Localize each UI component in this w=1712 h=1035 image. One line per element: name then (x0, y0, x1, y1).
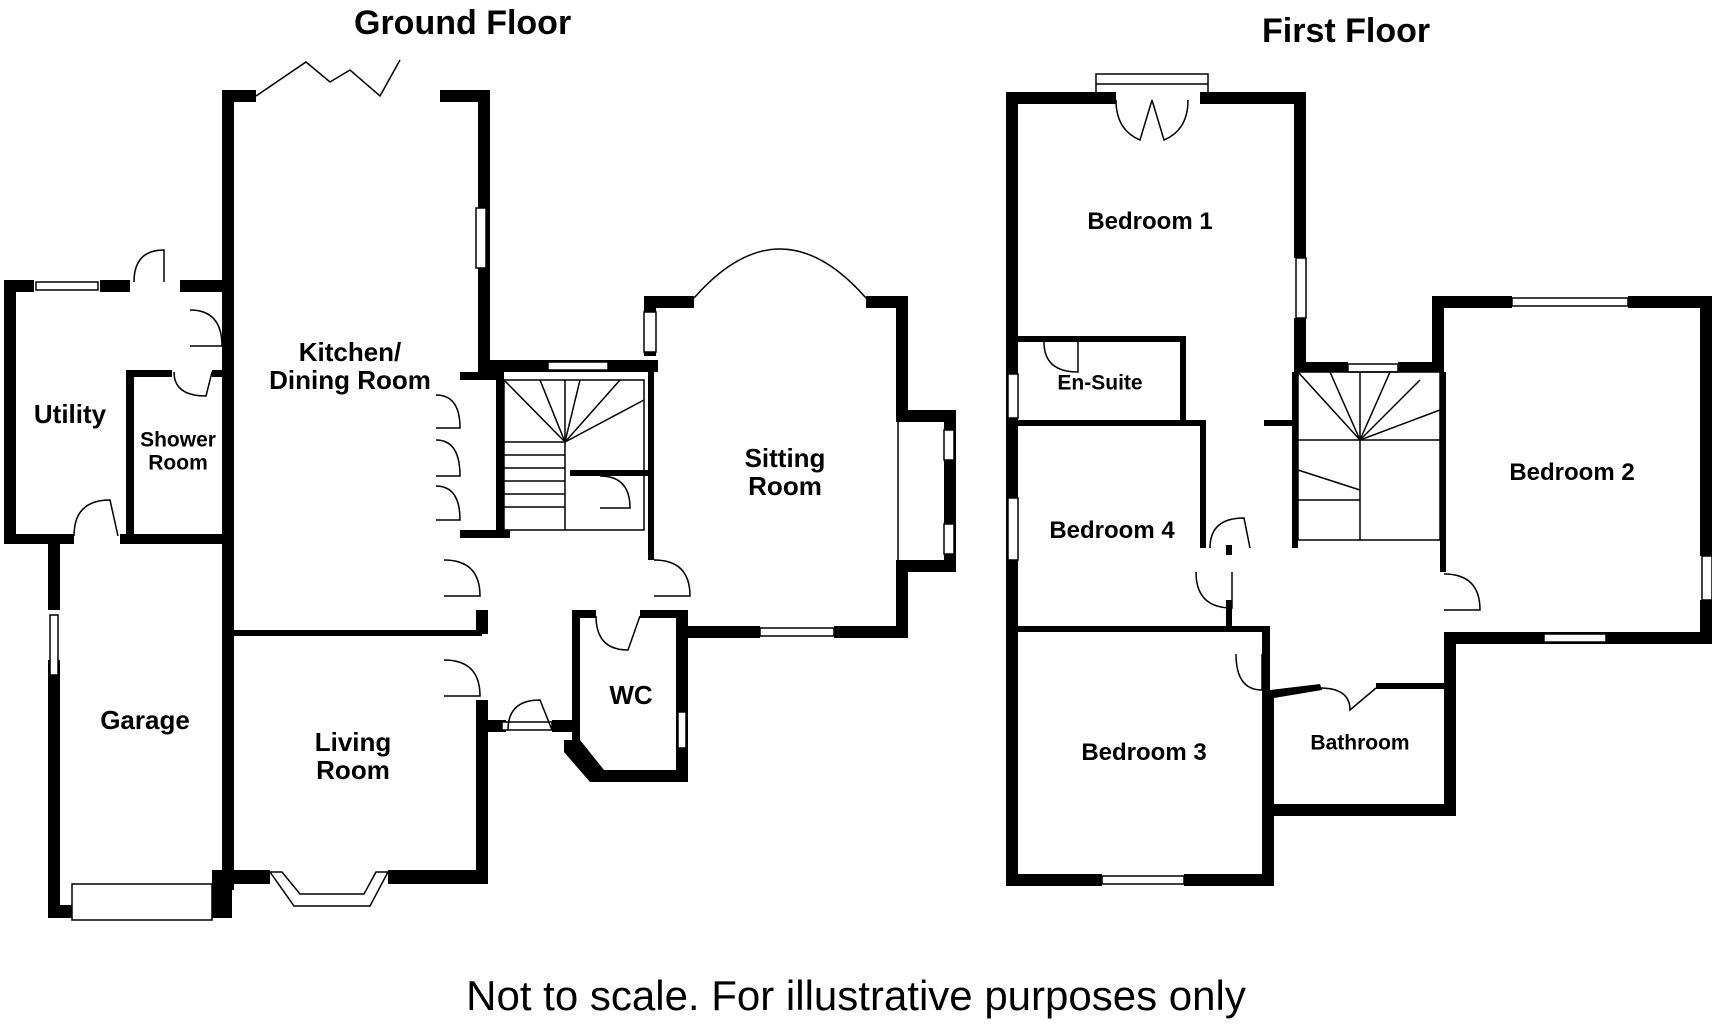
first-floor-stairs (1297, 371, 1441, 541)
room-label-bedroom-2: Bedroom 2 (1509, 459, 1635, 487)
room-label-bedroom-4: Bedroom 4 (1049, 517, 1175, 545)
room-label-kitchen-dining: Kitchen/ Dining Room (269, 336, 431, 395)
ground-floor-windows (35, 207, 955, 921)
room-label-shower-room: Shower Room (140, 428, 216, 474)
first-floor-walls (1006, 92, 1712, 886)
room-label-bedroom-1: Bedroom 1 (1087, 208, 1213, 236)
room-label-utility: Utility (33, 398, 107, 429)
first-floor-windows (1007, 73, 1712, 885)
room-label-garage: Garage (100, 704, 190, 735)
ground-floor-title: Ground Floor (354, 4, 572, 42)
room-label-living-room: Living Room (314, 726, 392, 785)
room-label-bedroom-3: Bedroom 3 (1081, 739, 1207, 767)
room-label-en-suite: En-Suite (1057, 371, 1143, 395)
scale-disclaimer: Not to scale. For illustrative purposes … (466, 972, 1246, 1019)
ground-floor-stairs (503, 379, 645, 531)
room-label-sitting-room: Sitting Room (744, 442, 826, 501)
first-floor-doors (1043, 99, 1481, 712)
room-label-bathroom: Bathroom (1310, 731, 1410, 755)
room-label-wc: WC (609, 679, 653, 710)
first-floor-title: First Floor (1262, 12, 1431, 50)
ground-floor-doors (73, 59, 691, 731)
